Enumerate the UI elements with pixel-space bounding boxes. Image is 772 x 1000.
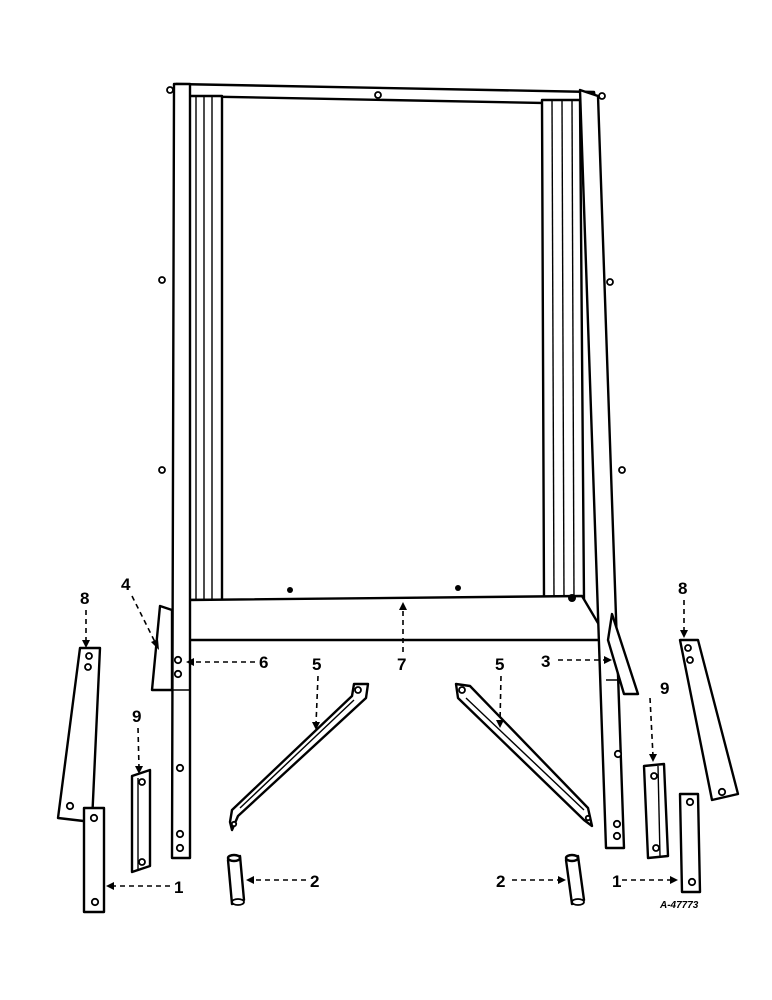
callout-8-right: 8: [678, 579, 687, 598]
right-bar-8: [678, 638, 740, 802]
left-pin-2: [226, 853, 246, 906]
callout-9-left: 9: [132, 707, 141, 726]
bottom-tank: [158, 585, 610, 642]
left-brace-1: [82, 806, 106, 914]
callout-5-left: 5: [312, 655, 321, 674]
right-bracket-9: [642, 762, 670, 860]
right-angle-bracket: [606, 612, 640, 696]
callout-2-left: 2: [310, 872, 319, 891]
radiator-core: [158, 82, 626, 602]
drawing-code: A-47773: [659, 900, 699, 911]
right-pin-2: [564, 853, 586, 906]
callout-5-right: 5: [495, 655, 504, 674]
left-strap-5: [228, 682, 370, 832]
right-brace-1: [678, 792, 702, 894]
callout-3: 3: [541, 652, 550, 671]
left-angle-bracket: [150, 604, 174, 692]
callout-4: 4: [121, 575, 131, 594]
left-bracket-9: [130, 768, 152, 874]
left-bar-8: [56, 646, 102, 824]
callout-7: 7: [397, 655, 406, 674]
callout-8-left: 8: [80, 589, 89, 608]
callout-2-right: 2: [496, 872, 505, 891]
callout-labels: 8 4 9 6 7 5 5 3 8 9 1 2 2 1 A-47773: [80, 575, 699, 911]
callout-6: 6: [259, 653, 268, 672]
callout-9-right: 9: [660, 679, 669, 698]
leader-lines: [82, 595, 688, 890]
left-frame-upright: [170, 82, 192, 860]
callout-1-right: 1: [612, 872, 621, 891]
right-frame-upright: [578, 88, 626, 850]
right-strap-5: [454, 682, 594, 828]
callout-1-left: 1: [174, 878, 183, 897]
